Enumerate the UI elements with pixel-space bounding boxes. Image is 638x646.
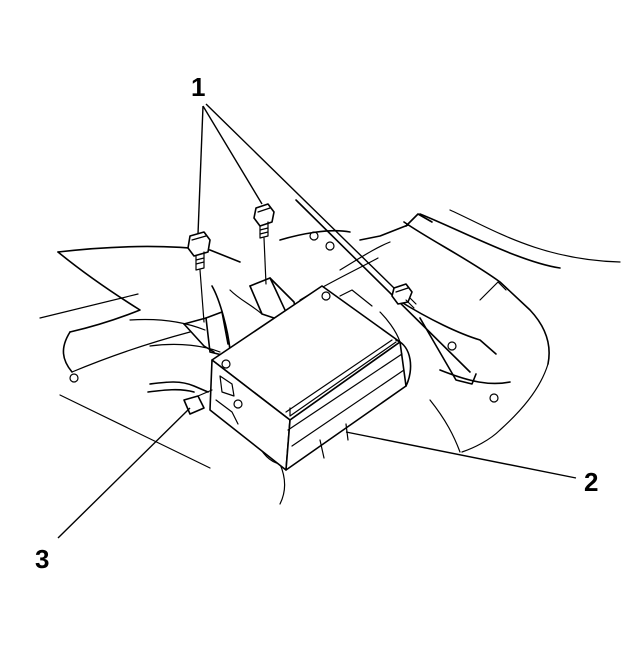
callout-1: 1 <box>191 72 205 102</box>
leader-1a <box>197 105 204 235</box>
leader-1b <box>202 105 263 205</box>
bolt-rear <box>391 283 417 309</box>
floor-panel <box>39 199 621 505</box>
leader-1c <box>205 103 395 289</box>
callout-3: 3 <box>35 544 49 574</box>
bolt-left <box>187 231 211 323</box>
callout-2: 2 <box>584 467 598 497</box>
electrical-connector <box>147 381 213 415</box>
leader-2 <box>345 431 577 479</box>
bolt-right <box>253 203 275 285</box>
leader-3 <box>57 407 191 539</box>
callout-leaders <box>57 103 577 539</box>
cd-changer-module <box>209 285 412 471</box>
